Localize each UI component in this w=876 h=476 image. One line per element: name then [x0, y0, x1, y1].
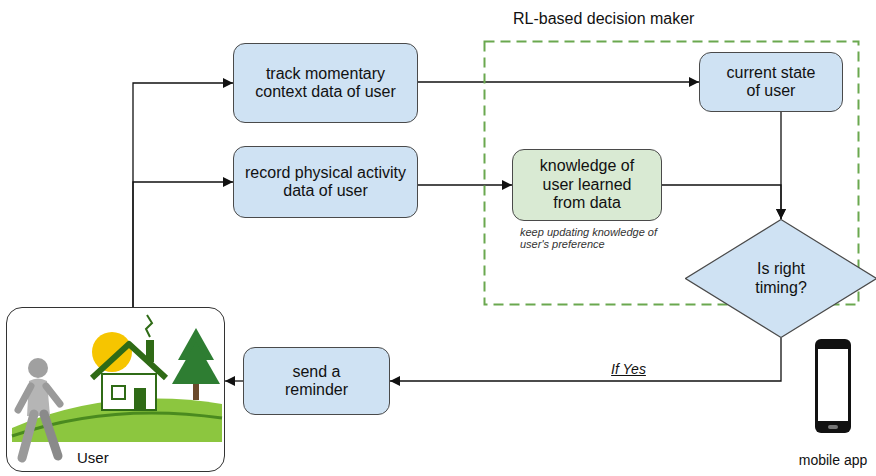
house-body [102, 374, 156, 410]
connector [225, 380, 243, 381]
node-text: send a reminder [269, 363, 364, 400]
person-arm [46, 386, 60, 404]
device-label: mobile app [798, 452, 868, 468]
person-leg [22, 414, 34, 458]
phone-button [828, 425, 838, 429]
person-head [28, 358, 48, 378]
house-window [112, 386, 125, 399]
knowledge-box: knowledge of user learned from data [512, 149, 662, 221]
connector [390, 338, 781, 381]
node-text: current state of user [722, 64, 820, 101]
decision-diamond: Is right timing? [685, 219, 876, 338]
user-box: User [6, 307, 225, 472]
node-text: track momentary context data of user [244, 65, 407, 102]
process-box: send a reminder [243, 347, 390, 415]
process-box: track momentary context data of user [233, 43, 418, 123]
person-arm [18, 386, 31, 410]
dashed-border [485, 42, 859, 305]
group-heading: RL-based decision maker [513, 10, 694, 28]
region-group: RL-based decision makercurrent state of … [483, 40, 860, 306]
phone-screen [818, 349, 848, 421]
diamond-shape [686, 220, 876, 338]
connector [133, 83, 233, 307]
chimney [146, 340, 154, 362]
person-leg [44, 414, 58, 456]
tree-bottom [172, 342, 220, 384]
phone-body [815, 339, 851, 433]
actor-label: User [77, 449, 109, 466]
node-text: record physical activity data of user [244, 164, 407, 201]
house-roof [92, 344, 166, 378]
smoke [146, 315, 152, 337]
connector [418, 184, 512, 185]
house-door [134, 388, 146, 410]
connector [418, 81, 699, 82]
tree-trunk [193, 384, 199, 400]
sun [92, 332, 132, 372]
edge-label: If Yes [609, 361, 648, 377]
node-text: Is right timing? [735, 260, 827, 297]
connector [133, 182, 233, 307]
connector [662, 185, 781, 219]
state-box: current state of user [699, 52, 843, 112]
node-text: knowledge of user learned from data [527, 157, 647, 212]
process-box: record physical activity data of user [233, 146, 418, 218]
note: keep updating knowledge of user's prefer… [520, 226, 660, 250]
